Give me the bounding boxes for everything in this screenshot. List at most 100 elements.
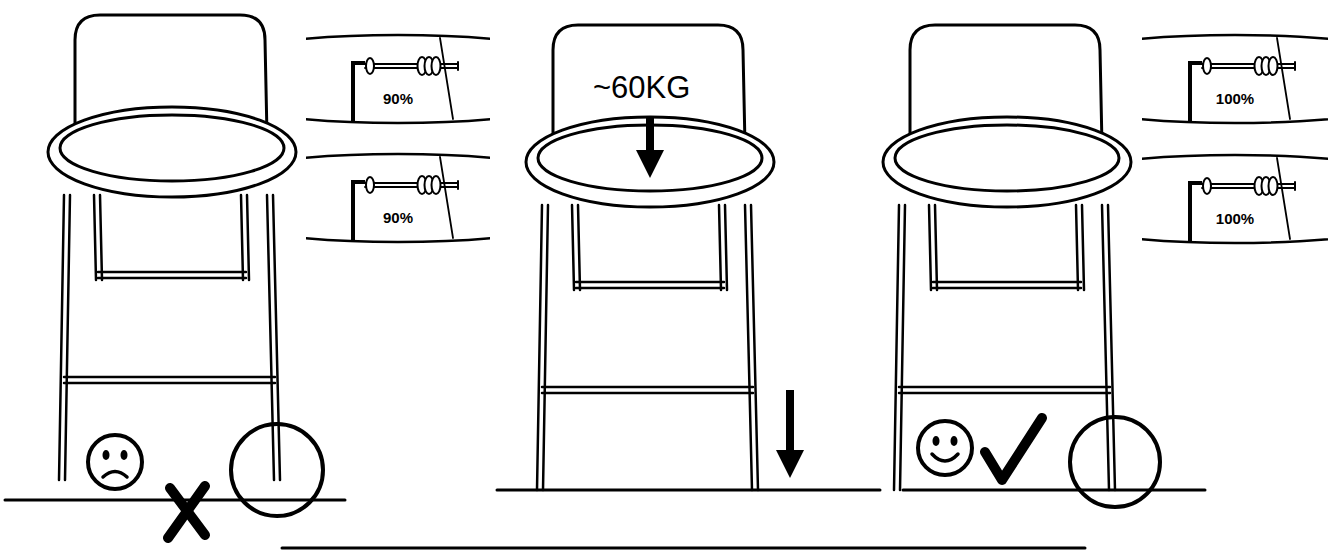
lower-footrest <box>64 377 275 383</box>
rear-leg <box>94 195 102 280</box>
rear-leg <box>719 205 727 290</box>
highlight-circle <box>231 424 323 516</box>
wall-line <box>1277 38 1290 119</box>
bolt-icon <box>1190 38 1295 121</box>
callout-ellipse: 100% <box>1142 33 1328 125</box>
rear-leg <box>1076 205 1084 290</box>
front-leg <box>537 205 548 490</box>
washer <box>1203 178 1211 194</box>
ellipse-shape <box>1142 155 1328 243</box>
sad-face <box>88 435 142 489</box>
bolt-end <box>1294 182 1296 190</box>
rear-leg-edge <box>1082 205 1084 290</box>
ellipse-outline <box>1142 33 1328 125</box>
upper-footrest-edge <box>933 281 1081 284</box>
rear-leg <box>929 205 937 290</box>
bolt-end <box>457 62 459 70</box>
bolt-end <box>1294 62 1296 70</box>
lower-footrest <box>542 387 753 393</box>
stool-wrong <box>48 15 296 480</box>
rear-leg-edge <box>935 205 937 290</box>
rear-leg-edge <box>100 195 102 280</box>
arrow-head <box>636 150 664 178</box>
ground-line <box>903 489 1205 492</box>
rear-leg <box>241 195 249 280</box>
front-leg-edge <box>537 205 542 490</box>
bracket <box>353 63 365 121</box>
wall-line <box>440 38 453 119</box>
lower-footrest-edge <box>64 382 275 385</box>
ground-line <box>497 489 880 492</box>
bolt-shaft <box>1202 187 1295 189</box>
arrow-shaft <box>646 116 654 152</box>
press-arrow <box>776 390 804 478</box>
upper-footrest <box>98 272 246 278</box>
seat-shell <box>48 107 296 197</box>
bolt-shaft <box>365 186 458 188</box>
lower-footrest-edge <box>542 392 753 395</box>
lower-footrest-edge <box>899 386 1110 389</box>
front-leg <box>745 205 758 490</box>
rear-leg-edge <box>725 205 727 290</box>
front-leg-edge <box>1108 205 1115 490</box>
face-outline <box>88 435 142 489</box>
mouth <box>932 454 958 461</box>
bolt-shaft <box>1202 67 1295 69</box>
cross-mark <box>168 486 205 538</box>
upper-footrest-edge <box>576 287 724 290</box>
seat-shell <box>883 117 1131 207</box>
check-mark <box>985 418 1042 480</box>
ellipse-outline <box>306 33 490 125</box>
front-leg-edge <box>894 205 899 490</box>
front-leg <box>894 205 905 490</box>
load-arrow <box>636 116 664 178</box>
stool-loaded <box>526 25 774 490</box>
callout-ellipse: 100% <box>1142 153 1328 245</box>
percent-label: 90% <box>306 210 490 227</box>
bracket <box>353 182 365 240</box>
upper-footrest <box>576 282 724 288</box>
front-leg-edge <box>273 195 280 480</box>
seat-cushion <box>895 125 1119 191</box>
rear-leg-edge <box>1076 205 1078 290</box>
seat-shell <box>526 117 774 207</box>
upper-footrest <box>933 282 1081 288</box>
lower-footrest-edge <box>899 392 1110 395</box>
front-leg-edge <box>900 205 905 490</box>
ellipse-shape <box>306 35 490 123</box>
ellipse-outline <box>306 152 490 244</box>
eye <box>933 436 940 446</box>
front-leg <box>267 195 280 480</box>
rear-leg <box>572 205 580 290</box>
mouth <box>103 472 127 478</box>
front-leg-edge <box>543 205 548 490</box>
bracket <box>1190 183 1202 241</box>
washer <box>366 177 374 193</box>
bolt-shaft <box>1202 183 1295 185</box>
ellipse-shape <box>1142 35 1328 123</box>
bolt-shaft <box>1202 63 1295 65</box>
percent-label: 100% <box>1142 91 1328 108</box>
lower-footrest-edge <box>64 376 275 379</box>
front-leg <box>59 195 70 480</box>
face-outline <box>918 421 972 475</box>
upper-footrest-edge <box>933 287 1081 290</box>
eye <box>951 436 958 446</box>
rear-leg-edge <box>929 205 931 290</box>
bolt-shaft <box>365 67 458 69</box>
callout-ellipse: 90% <box>306 152 490 244</box>
percent-label: 90% <box>306 91 490 108</box>
load-label: ~60KG <box>593 72 690 103</box>
cross-stroke <box>168 486 205 538</box>
front-leg-edge <box>59 195 64 480</box>
upper-footrest-edge <box>98 277 246 280</box>
bolt-icon <box>1190 158 1295 241</box>
callout-ellipse: 90% <box>306 33 490 125</box>
wall-line <box>1277 158 1290 239</box>
upper-footrest-edge <box>576 281 724 284</box>
wall-line <box>440 157 453 238</box>
washer <box>1203 58 1211 74</box>
bolt-shaft <box>365 63 458 65</box>
bolt-icon <box>353 38 458 121</box>
